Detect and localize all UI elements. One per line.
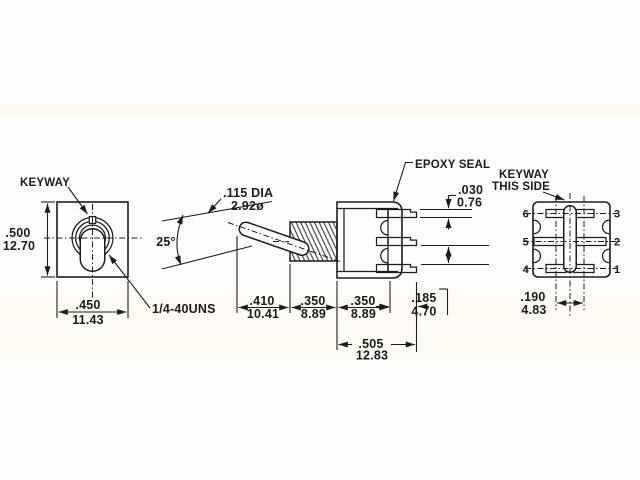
dim-front-width-mm: 11.43 <box>72 313 104 327</box>
dim-body-length: .350 8.89 <box>338 294 389 321</box>
seal-tab-middle <box>375 236 389 247</box>
rear-notch-left-lower <box>533 248 542 264</box>
pin-numbers: 6 5 4 3 2 1 <box>523 209 620 277</box>
lever-dia-in: .115 DIA <box>223 186 273 200</box>
throw-angle-callout: 25° <box>156 200 273 270</box>
pin-6: 6 <box>523 209 529 221</box>
terminal-bottom-side <box>387 263 418 274</box>
dim-overall-mm: 12.83 <box>356 349 388 363</box>
thread-spec-leader-line <box>108 254 151 309</box>
lever-axis-centerline <box>227 222 341 262</box>
seal-tab-top <box>375 208 389 219</box>
pin-2: 2 <box>614 237 620 249</box>
epoxy-seal-callout: EPOXY SEAL <box>392 159 490 202</box>
seal-recess-arc-upper <box>380 219 389 236</box>
dim-overall-length: .505 12.83 <box>338 337 415 363</box>
rear-notch-left-upper <box>533 219 542 235</box>
dim-bushing-len-mm: 8.89 <box>301 307 326 321</box>
dim-overall-in: .505 <box>358 337 383 351</box>
dim-terminal-len-mm: 4.70 <box>411 305 436 319</box>
terminal-middle-side <box>387 236 418 247</box>
dim-bushing-len-in: .350 <box>300 294 325 308</box>
dim-lever-len-in: .410 <box>249 294 274 308</box>
dim-lever-length: .410 10.41 <box>238 294 289 321</box>
epoxy-seal-label: EPOXY SEAL <box>415 159 490 171</box>
front-view: KEYWAY 1/4-40UNS .500 12.70 .450 11.43 <box>3 177 216 327</box>
pin-1: 1 <box>614 264 620 276</box>
rear-notch-right-upper <box>601 219 610 235</box>
rear-body-outline <box>532 201 611 278</box>
dim-pin-spacing-in: .190 <box>520 290 545 304</box>
dim-front-height-in: .500 <box>5 226 30 240</box>
keyway-leader-line <box>67 186 88 215</box>
pin-3: 3 <box>614 209 620 221</box>
rear-notch-right-lower <box>601 248 610 264</box>
seal-recess-arc-lower <box>380 247 389 264</box>
dim-terminal-len-in: .185 <box>411 291 436 305</box>
front-body-outline <box>56 201 129 278</box>
dim-terminal-thickness: .030 0.76 <box>420 183 489 266</box>
dim-bushing-length: .350 8.89 <box>291 294 336 321</box>
side-view: 25° .115 DIA 2.92ø EPOXY SEAL .030 0.76 <box>156 159 490 363</box>
rear-keyway-label-line1: KEYWAY <box>499 169 549 181</box>
dim-terminal-thk-in: .030 <box>458 183 483 197</box>
pin-4: 4 <box>523 264 530 276</box>
throw-angle-value: 25° <box>156 235 176 249</box>
dim-front-height-mm: 12.70 <box>3 239 35 253</box>
rear-keyway-label-line2: THIS SIDE <box>492 181 550 193</box>
rear-view: 6 5 4 3 2 1 KEYWAY THIS SIDE .190 4.83 <box>492 169 620 318</box>
lever-dia-mm: 2.92ø <box>231 199 264 213</box>
extension-lines <box>236 236 418 352</box>
dim-pin-spacing-mm: 4.83 <box>521 303 546 317</box>
keyway-label: KEYWAY <box>20 177 70 189</box>
dim-front-height: .500 12.70 <box>3 201 55 278</box>
dim-body-len-in: .350 <box>350 294 375 308</box>
side-body-outline <box>336 201 403 279</box>
thread-spec-label: 1/4-40UNS <box>152 302 216 316</box>
dim-front-width: .450 11.43 <box>56 281 129 327</box>
terminal-top-side <box>387 208 418 219</box>
rear-keyway-leader-line <box>542 191 565 201</box>
dim-front-width-in: .450 <box>75 298 100 312</box>
dim-pin-spacing: .190 4.83 <box>520 290 583 317</box>
pin-5: 5 <box>523 237 529 249</box>
dim-terminal-thk-mm: 0.76 <box>457 196 482 210</box>
dim-lever-len-mm: 10.41 <box>247 307 279 321</box>
dim-body-len-mm: 8.89 <box>351 307 376 321</box>
rear-keyway-callout: KEYWAY THIS SIDE <box>492 169 565 201</box>
dim-terminal-length: .185 4.70 <box>376 288 449 319</box>
lever-diameter-callout: .115 DIA 2.92ø <box>207 186 273 214</box>
epoxy-seal-leader-line <box>392 161 413 202</box>
